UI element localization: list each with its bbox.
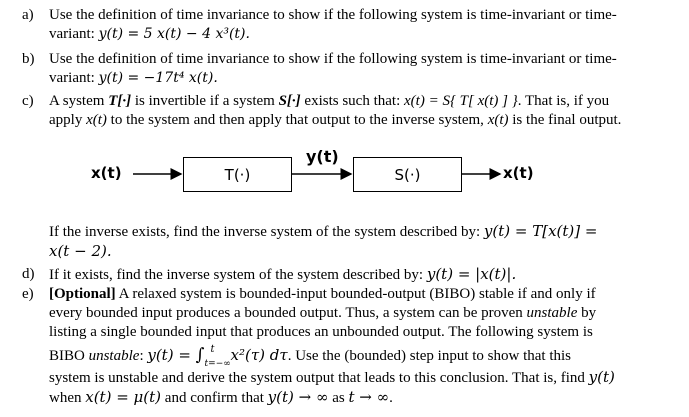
- problem-e-line6: when x(t) = μ(t) and confirm that y(t) →…: [49, 388, 672, 408]
- system-S-symbol: S[·]: [278, 93, 301, 109]
- problem-e: e) [Optional] A relaxed system is bounde…: [22, 285, 672, 408]
- integral-lhs: y(t) =: [147, 346, 196, 364]
- time-limit-equation: t → ∞: [348, 388, 390, 406]
- problem-e-text-8: when: [49, 390, 86, 406]
- integral-limits: t t=−∞: [205, 344, 231, 369]
- problem-e-line4: BIBO unstable: y(t) = ∫ t t=−∞x²(τ) dτ. Us…: [49, 344, 672, 369]
- system-S-box-label: S(·): [394, 166, 421, 184]
- find-y-equation: y(t): [588, 368, 615, 386]
- problem-a: a) Use the definition of time invariance…: [22, 6, 672, 44]
- problem-c-text-2: is invertible if a system: [131, 93, 279, 109]
- problem-d-equation: y(t) = |x(t)|.: [426, 265, 517, 283]
- input-symbol: x(t): [86, 112, 107, 128]
- step-input-equation: x(t) = μ(t): [85, 388, 162, 406]
- output-symbol: x(t): [487, 112, 509, 128]
- inverse-question: If the inverse exists, find the inverse …: [22, 222, 672, 261]
- problem-c-line1: A system T[·] is invertible if a system …: [49, 92, 672, 111]
- problem-b-line2: variant: y(t) = −17t⁴ x(t).: [49, 69, 672, 88]
- inverse-question-text: If the inverse exists, find the inverse …: [49, 224, 484, 240]
- problem-b-equation: y(t) = −17t⁴ x(t).: [98, 70, 218, 86]
- problem-e-line1: [Optional] A relaxed system is bounded-i…: [49, 285, 672, 304]
- diagram-middle-label: y(t): [306, 147, 339, 166]
- problem-c-line2: apply x(t) to the system and then apply …: [49, 111, 672, 130]
- integral-upper-limit: t: [210, 344, 215, 355]
- system-T-box-label: T(·): [224, 166, 251, 184]
- system-T-box: T(·): [183, 157, 292, 192]
- problem-b-prefix: variant:: [49, 70, 99, 86]
- problem-e-text-7: system is unstable and derive the system…: [49, 370, 589, 386]
- problem-e-text-6: . Use the (bounded) step input to show t…: [287, 348, 571, 364]
- problem-e-line3: listing a single bounded input that prod…: [49, 324, 593, 340]
- problem-c-marker: c): [22, 93, 34, 109]
- problem-e-text-5: :: [139, 348, 148, 364]
- problem-e-text-10: as: [328, 390, 349, 406]
- problem-c-text-3: exists such that:: [300, 93, 404, 109]
- problem-e-text-2: every bounded input produces a bounded o…: [49, 305, 527, 321]
- problem-d: d) If it exists, find the inverse system…: [22, 265, 672, 285]
- problem-c-text-6: to the system and then apply that output…: [106, 112, 488, 128]
- system-S-box: S(·): [353, 157, 462, 192]
- inverse-question-equation1: y(t) = T[x(t)] =: [483, 222, 598, 240]
- problem-c: c) A system T[·] is invertible if a syst…: [22, 92, 672, 130]
- unstable-word: unstable: [526, 305, 578, 321]
- problem-e-text-3: by: [577, 305, 597, 321]
- problem-a-line2: variant: y(t) = 5 x(t) − 4 x³(t).: [49, 25, 672, 44]
- problem-b-line1: Use the definition of time invariance to…: [49, 51, 617, 67]
- problem-c-text-7: is the final output.: [508, 112, 622, 128]
- inverse-question-equation2: x(t − 2).: [49, 242, 112, 260]
- problem-a-equation: y(t) = 5 x(t) − 4 x³(t).: [98, 26, 250, 42]
- optional-tag: [Optional]: [49, 286, 116, 302]
- problem-b-marker: b): [22, 51, 35, 67]
- problem-e-line5: system is unstable and derive the system…: [49, 368, 672, 388]
- inverse-relation: x(t) = S{ T[ x(t) ] }: [404, 93, 518, 109]
- problem-e-text-1: A relaxed system is bounded-input bounde…: [115, 286, 596, 302]
- problem-b: b) Use the definition of time invariance…: [22, 50, 672, 88]
- output-limit-equation: y(t) → ∞: [267, 388, 329, 406]
- problem-d-text: If it exists, find the inverse system of…: [49, 267, 427, 283]
- problem-c-text-4: . That is, if you: [517, 93, 610, 109]
- problem-c-text-5: apply: [49, 112, 87, 128]
- integrand: x²(τ) dτ: [230, 346, 288, 364]
- integral-sign: ∫: [195, 345, 205, 365]
- problem-d-marker: d): [22, 266, 35, 282]
- problem-e-text-4: BIBO: [49, 348, 89, 364]
- diagram-output-label: x(t): [503, 164, 534, 182]
- problem-a-line1: Use the definition of time invariance to…: [49, 7, 617, 23]
- problem-a-marker: a): [22, 7, 34, 23]
- problem-e-text-9: and confirm that: [161, 390, 268, 406]
- problem-c-text-1: A system: [49, 93, 109, 109]
- system-T-symbol: T[·]: [108, 93, 132, 109]
- unstable-word-2: unstable: [88, 348, 140, 364]
- integral-lower-limit: t=−∞: [204, 359, 231, 369]
- inverse-question-line1: If the inverse exists, find the inverse …: [49, 222, 672, 242]
- problem-e-marker: e): [22, 286, 34, 302]
- problem-e-text-11: .: [389, 390, 393, 406]
- problem-e-line2: every bounded input produces a bounded o…: [49, 304, 672, 323]
- problem-a-prefix: variant:: [49, 26, 99, 42]
- diagram-input-label: x(t): [91, 164, 122, 182]
